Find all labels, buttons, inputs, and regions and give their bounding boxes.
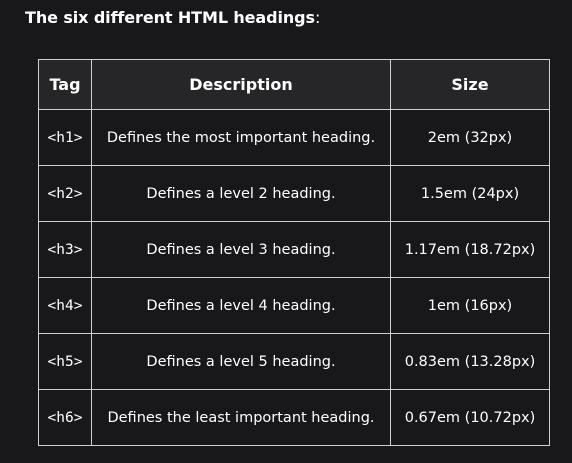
table-cell-size: 2em (32px) (390, 109, 550, 166)
table-cell-size: 1.5em (24px) (390, 165, 550, 222)
intro-colon: : (314, 8, 321, 27)
table-cell-tag: <h2> (38, 165, 92, 222)
table-cell-description: Defines the least important heading. (91, 389, 391, 446)
table-body: <h1> Defines the most important heading.… (38, 109, 550, 446)
table-header-row: Tag Description Size (38, 59, 550, 110)
table-cell-tag: <h5> (38, 333, 92, 390)
table-cell-description: Defines a level 2 heading. (91, 165, 391, 222)
table-cell-size: 1em (16px) (390, 277, 550, 334)
table-cell-description: Defines a level 5 heading. (91, 333, 391, 390)
column-header-description: Description (91, 59, 391, 110)
headings-table: Tag Description Size <h1> Defines the mo… (38, 59, 550, 446)
table-cell-description: Defines a level 4 heading. (91, 277, 391, 334)
table-cell-tag: <h1> (38, 109, 92, 166)
table-cell-description: Defines a level 3 heading. (91, 221, 391, 278)
table-cell-size: 0.67em (10.72px) (390, 389, 550, 446)
table-row: <h5> Defines a level 5 heading. 0.83em (… (38, 333, 550, 390)
table-cell-size: 0.83em (13.28px) (390, 333, 550, 390)
intro-label: The six different HTML headings (25, 8, 315, 27)
table-row: <h4> Defines a level 4 heading. 1em (16p… (38, 277, 550, 334)
table-cell-tag: <h3> (38, 221, 92, 278)
table-cell-tag: <h6> (38, 389, 92, 446)
column-header-tag: Tag (38, 59, 92, 110)
table-cell-tag: <h4> (38, 277, 92, 334)
intro-text: The six different HTML headings: (25, 7, 320, 29)
table-cell-size: 1.17em (18.72px) (390, 221, 550, 278)
table-row: <h2> Defines a level 2 heading. 1.5em (2… (38, 165, 550, 222)
table-row: <h1> Defines the most important heading.… (38, 109, 550, 166)
column-header-size: Size (390, 59, 550, 110)
table-row: <h3> Defines a level 3 heading. 1.17em (… (38, 221, 550, 278)
table-cell-description: Defines the most important heading. (91, 109, 391, 166)
table-row: <h6> Defines the least important heading… (38, 389, 550, 446)
table-head: Tag Description Size (38, 59, 550, 110)
